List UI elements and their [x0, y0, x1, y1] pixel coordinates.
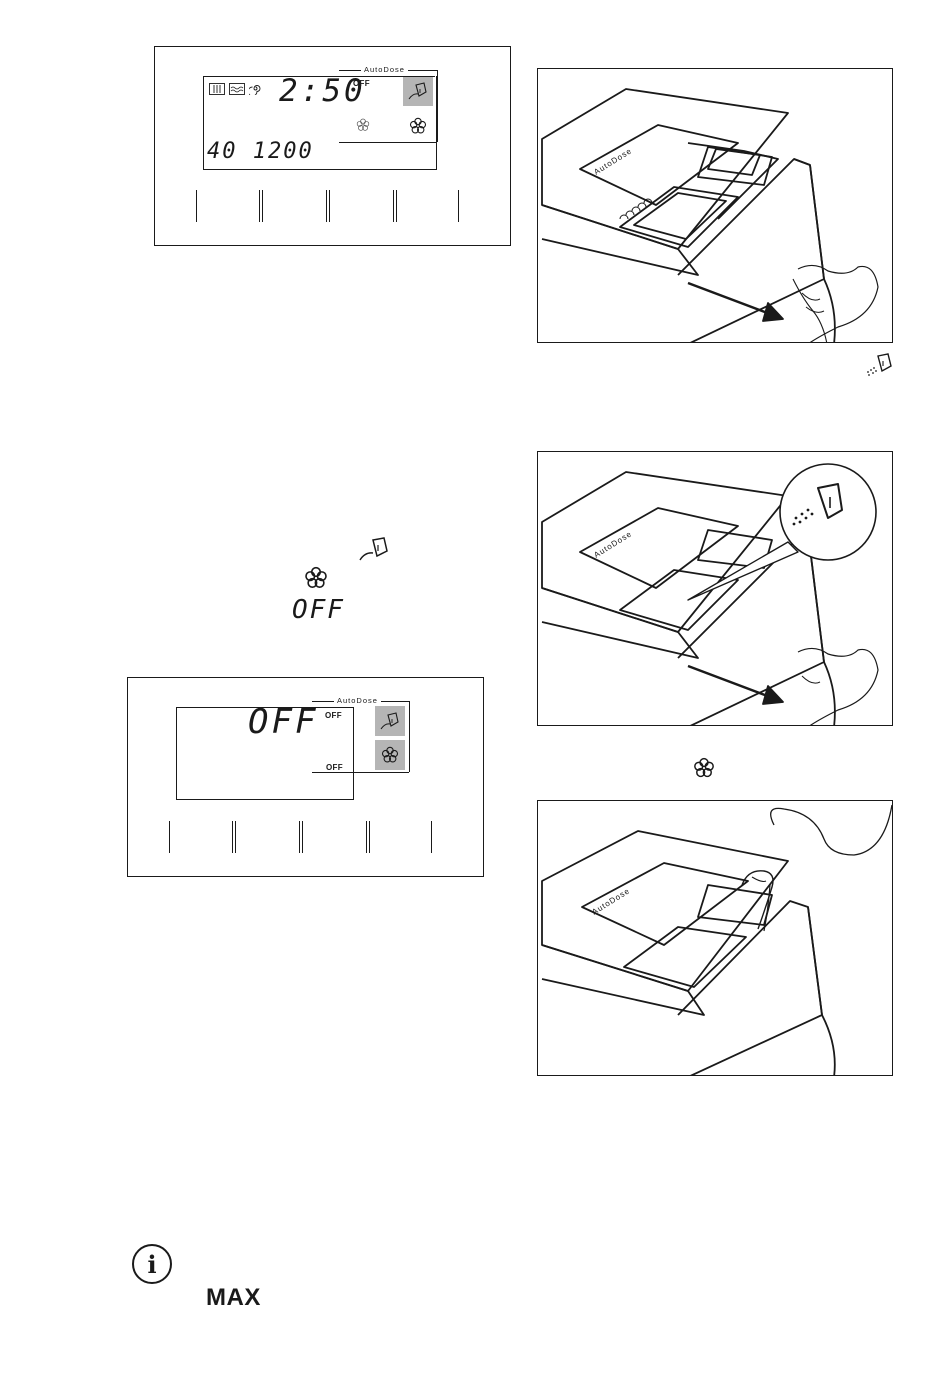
autodose-label: AutoDose [361, 65, 408, 74]
panel-button-2[interactable] [259, 190, 260, 222]
autodose-label-2: AutoDose [334, 696, 381, 705]
softener-icon [381, 746, 399, 764]
drawer-illustration-open: AutoDose [537, 68, 893, 343]
info-icon: i [131, 1243, 173, 1285]
softener-icon[interactable] [409, 117, 427, 135]
control-panel-display-1: 2:50 OFF 40 1200 AutoDose [154, 46, 511, 246]
softener-symbol-icon [693, 757, 715, 779]
drawer-drawing-3: AutoDose [538, 801, 893, 1076]
panel-button-3[interactable] [326, 190, 327, 222]
info-icon-glyph: i [147, 1250, 156, 1279]
panel2-button-4[interactable] [366, 821, 367, 853]
off-indicator-bottom: OFF [326, 763, 343, 772]
drawer-illustration-softener: AutoDose [537, 800, 893, 1076]
detergent-symbol-icon [864, 352, 894, 378]
detergent-icon [407, 81, 429, 102]
drawer-illustration-detergent: AutoDose [537, 451, 893, 726]
max-label: MAX [206, 1284, 261, 1312]
off-indicator-top: OFF [325, 711, 342, 720]
rinse-icon [229, 83, 245, 95]
panel2-button-1[interactable] [169, 821, 170, 853]
panel2-button-3[interactable] [299, 821, 300, 853]
panel-button-5[interactable] [458, 190, 459, 222]
spin-icon [249, 82, 262, 95]
control-panel-display-2: OFF OFF OFF AutoDose [127, 677, 484, 877]
off-readout: OFF [248, 702, 318, 742]
softener-indicator-icon [356, 118, 370, 132]
detergent-icon [379, 711, 401, 732]
panel-button-1[interactable] [196, 190, 197, 222]
softener-inline-icon [304, 566, 328, 590]
panel2-button-5[interactable] [431, 821, 432, 853]
off-indicator: OFF [353, 79, 370, 88]
panel-button-4[interactable] [393, 190, 394, 222]
temp-spin-readout: 40 1200 [207, 139, 314, 164]
drawer-drawing: AutoDose [538, 69, 893, 343]
off-inline-text: OFF [292, 595, 345, 625]
drawer-drawing-2: AutoDose [538, 452, 893, 726]
prewash-icon [209, 83, 225, 95]
detergent-button-2[interactable] [375, 706, 405, 736]
detergent-button[interactable] [403, 77, 433, 106]
softener-button-2[interactable] [375, 740, 405, 770]
panel2-button-2[interactable] [232, 821, 233, 853]
detergent-inline-icon [357, 536, 391, 562]
